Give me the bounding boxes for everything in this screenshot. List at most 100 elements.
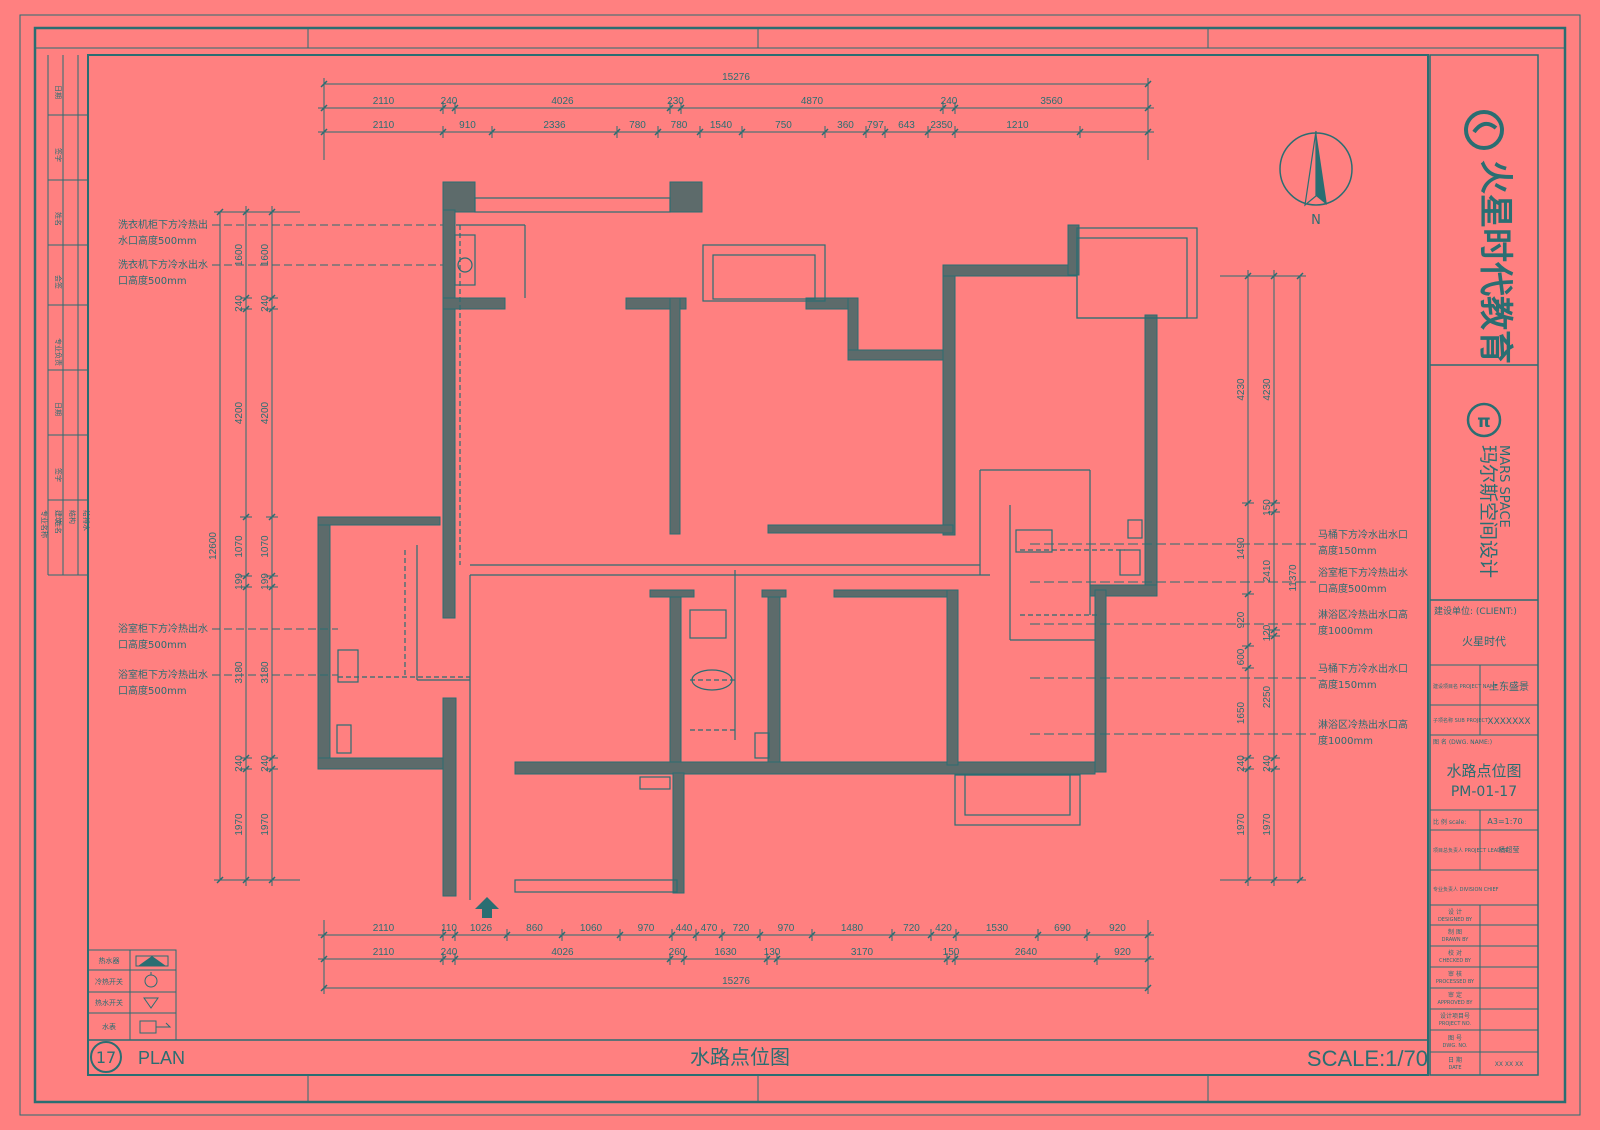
toilet-icon-2: [691, 669, 733, 691]
left-dim2-label: 4200: [260, 401, 271, 424]
right-dim2-label: 240: [1262, 755, 1273, 772]
left-dim2-label: 1600: [260, 243, 271, 266]
client-value: 火星时代: [1462, 635, 1506, 648]
strip-label: 签字: [54, 148, 63, 162]
right-dim2-label: 1970: [1262, 813, 1273, 836]
bottom-dim1-label: 470: [701, 923, 718, 934]
hot-switch-icon: [143, 997, 159, 1009]
bottom-dim2-label: 920: [1114, 947, 1131, 958]
top-dim2-label: 797: [867, 120, 884, 131]
right-overall-dim: 11370: [1288, 564, 1299, 592]
annotation-text: 高度150mm: [1318, 678, 1377, 691]
brand-name: 火星时代教育: [1475, 160, 1515, 364]
bottom-dim2-label: 150: [943, 947, 960, 958]
logo2-cn: 玛尔斯空间设计: [1477, 445, 1499, 578]
left-signature-strip: [47, 55, 88, 576]
strip-label: 专业负责: [54, 338, 63, 366]
left-dim1-label: 1970: [234, 813, 245, 836]
title-row-sublabel: PROJECT NO.: [1439, 1021, 1472, 1027]
bottom-dim1-label: 720: [903, 923, 920, 934]
left-strip-labels: 日期签字姓名会签专业负责日期签字姓名专业名称建筑结构给排水: [40, 85, 91, 538]
annotation-text: 洗衣机下方冷水出水: [118, 258, 208, 271]
title-row-label: 设 计: [1448, 908, 1462, 916]
plan-label: PLAN: [138, 1048, 185, 1068]
title-row-label: 图 号: [1448, 1035, 1462, 1042]
annotation-text: 高度150mm: [1318, 544, 1377, 557]
top-dim1-label: 240: [441, 96, 458, 107]
logo2-en: MARS SPACE: [1496, 445, 1511, 528]
fixtures: [336, 234, 1143, 790]
footer-scale: SCALE:1/70: [1307, 1046, 1428, 1071]
title-row-sublabel: APPROVED BY: [1437, 1000, 1473, 1006]
top-dim1-label: 230: [667, 96, 684, 107]
annotation-text: 度1000mm: [1318, 624, 1373, 637]
right-dim1-label: 240: [1236, 755, 1247, 772]
bottom-dim1-label: 690: [1054, 923, 1071, 934]
strip-label: 会签: [54, 275, 63, 289]
top-dim2-label: 360: [837, 120, 854, 131]
top-dim1-label: 3560: [1040, 96, 1063, 107]
left-dim2-label: 199: [260, 573, 271, 590]
top-dim2-label: 2110: [373, 120, 395, 131]
bottom-dim1-label: 720: [733, 923, 750, 934]
strip-label: 给排水: [82, 510, 91, 531]
annotation-text: 口高度500mm: [118, 638, 187, 651]
bottom-dim2-label: 2640: [1015, 947, 1038, 958]
right-dim2-label: 2410: [1262, 559, 1273, 582]
water-heater-icon: [138, 956, 166, 966]
left-dim2-label: 240: [260, 755, 271, 772]
bottom-dim2-label: 240: [441, 947, 458, 958]
left-dim1-label: 240: [234, 295, 245, 312]
top-dim1-label: 4870: [801, 96, 824, 107]
sub-label: 子项名称 SUB PROJECT: [1433, 717, 1489, 724]
left-dim1-label: 240: [234, 755, 245, 772]
annotation-text: 淋浴区冷热出水口高: [1318, 608, 1408, 621]
sink-icon-3: [1015, 529, 1053, 553]
annotation-text: 淋浴区冷热出水口高: [1318, 718, 1408, 731]
left-dim2-label: 240: [260, 295, 271, 312]
legend: [87, 949, 177, 1041]
toilet-icon-3: [1127, 519, 1143, 539]
left-dim1-label: 1600: [234, 243, 245, 266]
brand-logo: 火星时代教育: [1464, 110, 1515, 364]
top-dim2-label: 2350: [930, 120, 953, 131]
drawing-footer: 17 PLAN 水路点位图 SCALE:1/70: [90, 1041, 1428, 1073]
strip-label: 结构: [68, 510, 77, 524]
left-dim1-label: 1070: [234, 535, 245, 558]
scale-value: A3=1:70: [1487, 817, 1522, 826]
bottom-dim2-label: 1630: [714, 947, 737, 958]
footer-title: 水路点位图: [690, 1045, 790, 1069]
bottom-dim2-label: 2110: [373, 947, 395, 958]
right-dim1-label: 1490: [1236, 537, 1247, 560]
top-dim1-label: 4026: [551, 96, 574, 107]
annotation-text: 马桶下方冷水出水口: [1318, 528, 1408, 541]
thin-lines: [416, 197, 1198, 900]
legend-item-label: 热水器: [99, 956, 120, 965]
title-row-label: 设计项目号: [1440, 1012, 1470, 1020]
washing-machine-icon: [454, 234, 476, 286]
strip-label: 建筑: [54, 510, 63, 524]
top-dim2-label: 1210: [1006, 120, 1029, 131]
title-row-sublabel: DRAWN BY: [1442, 937, 1470, 943]
walls: [317, 181, 1158, 897]
title-row-label: 校 对: [1448, 949, 1462, 957]
drawing-title: 水路点位图: [1446, 762, 1521, 780]
dimension-lines: [214, 78, 1306, 994]
sub-value: XXXXXXX: [1487, 717, 1530, 727]
chief-label: 专业负责人 DIVISION CHIEF: [1433, 886, 1499, 893]
top-dim2-label: 780: [671, 120, 688, 131]
drawing-index: 17: [96, 1048, 116, 1067]
right-dim1-label: 600: [1236, 648, 1247, 665]
title-row-sublabel: DWG. NO.: [1443, 1043, 1468, 1049]
sink-icon-5: [639, 776, 671, 790]
left-dim2-label: 1970: [260, 813, 271, 836]
compass-icon: N: [1279, 130, 1353, 228]
